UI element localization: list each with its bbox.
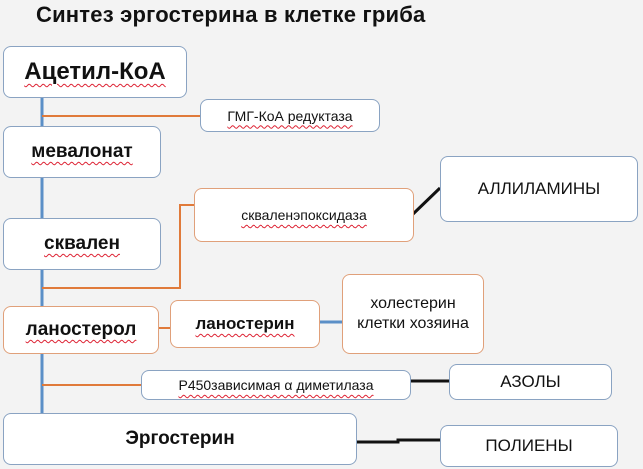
node-lanosterin-label: ланостерин: [195, 314, 295, 333]
polyenes-inhibitor-line: [357, 438, 440, 444]
node-allylamines-label: АЛЛИЛАМИНЫ: [477, 179, 601, 198]
node-polyenes-label: ПОЛИЕНЫ: [485, 436, 573, 455]
node-p450-demethylase-label: Р450зависимая α диметилаза: [178, 377, 374, 393]
node-lanosterol-label: ланостерол: [25, 319, 137, 340]
node-acetyl-coa: Ацетил-КоА: [3, 46, 187, 98]
node-host-cholesterol-line1: холестерин: [370, 295, 456, 312]
node-squalene-epoxidase-label: скваленэпоксидаза: [241, 207, 367, 223]
node-azoles: АЗОЛЫ: [449, 364, 612, 400]
node-polyenes: ПОЛИЕНЫ: [440, 425, 618, 467]
node-squalene-epoxidase: скваленэпоксидаза: [194, 188, 414, 242]
node-mevalonate: мевалонат: [3, 126, 161, 178]
node-ergosterol-label: Эргостерин: [125, 428, 235, 449]
node-azoles-label: АЗОЛЫ: [500, 372, 561, 391]
node-squalene-label: сквален: [44, 233, 120, 254]
epoxidase-branch-line: [42, 204, 195, 289]
page-title: Синтез эргостерина в клетке гриба: [36, 2, 426, 27]
node-host-cholesterol: холестерин клетки хозяина: [342, 274, 484, 354]
allylamines-inhibitor-line: [410, 186, 442, 217]
node-acetyl-coa-label: Ацетил-КоА: [24, 58, 166, 85]
node-mevalonate-label: мевалонат: [31, 141, 133, 162]
node-ergosterol: Эргостерин: [3, 413, 357, 465]
node-p450-demethylase: Р450зависимая α диметилаза: [141, 370, 411, 400]
node-squalene: сквален: [3, 218, 161, 270]
node-hmg-coa-reductase: ГМГ-КоА редуктаза: [200, 99, 380, 132]
node-hmg-coa-reductase-label: ГМГ-КоА редуктаза: [227, 107, 353, 124]
node-lanosterin: ланостерин: [170, 300, 320, 348]
node-allylamines: АЛЛИЛАМИНЫ: [440, 156, 638, 222]
node-host-cholesterol-line2: клетки хозяина: [357, 315, 469, 332]
node-lanosterol: ланостерол: [3, 306, 159, 354]
